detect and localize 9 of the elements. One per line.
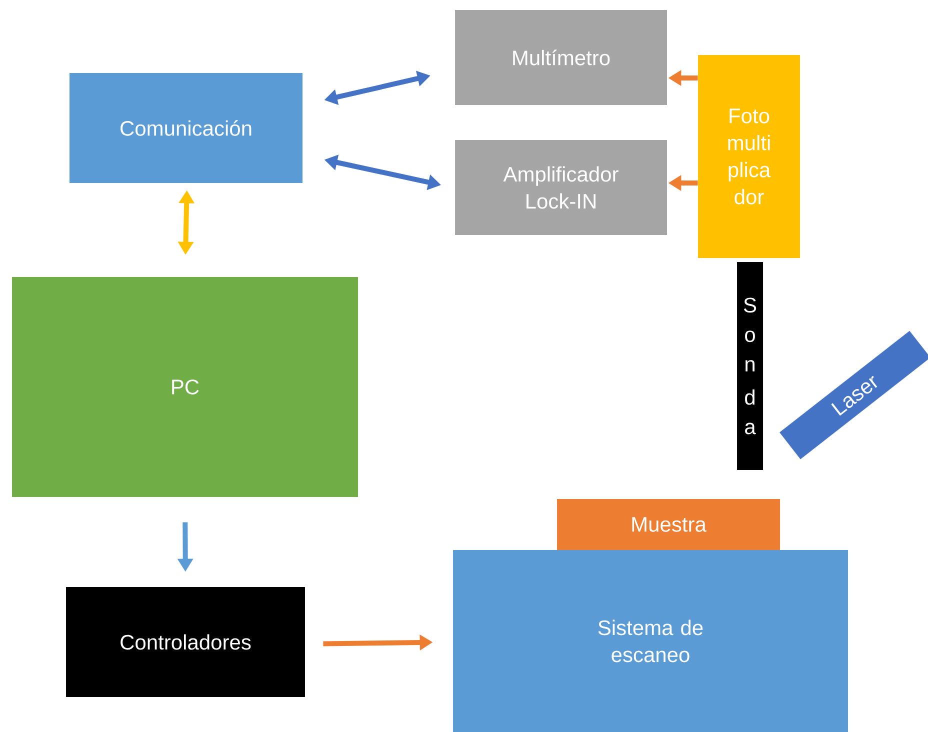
probe-bar: Sonda [737,262,763,470]
computer-box: PC [12,277,358,497]
instrument-box: Amplificador Lock-IN [455,140,667,235]
instrument-box: Multímetro [455,10,667,105]
process-box: Comunicación [70,73,302,183]
scanner-box: Sistema de escaneo [453,550,848,732]
controller-box: Controladores [66,587,305,697]
sample-box: Muestra [557,499,780,550]
detector-box: Foto multi plica dor [698,55,800,258]
